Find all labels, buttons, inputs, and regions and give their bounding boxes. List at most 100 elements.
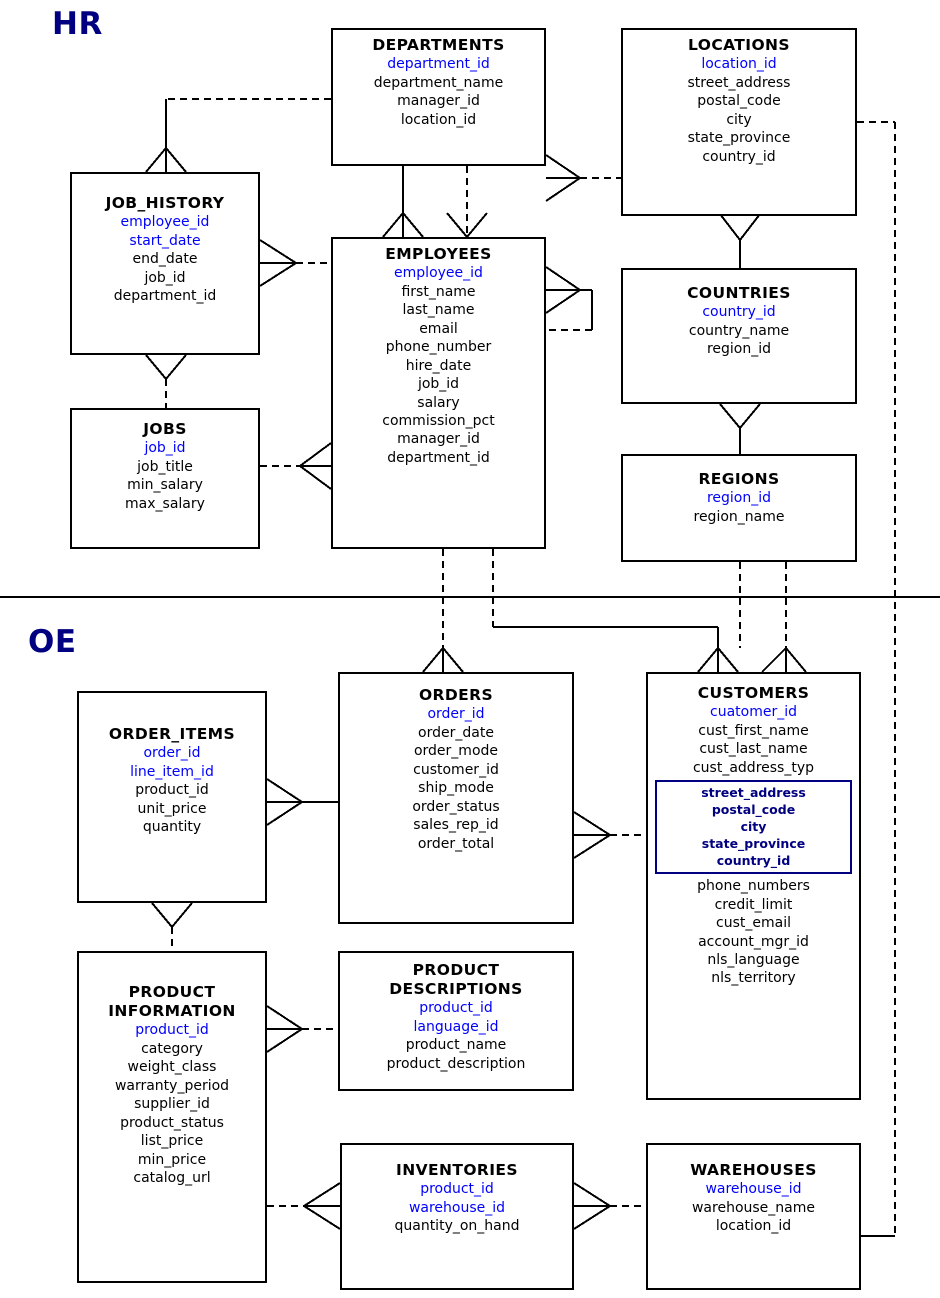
attribute-key: location_id: [701, 56, 777, 73]
attribute: phone_numbers: [697, 878, 810, 895]
attribute-key: product_id: [420, 1181, 494, 1198]
attribute: state_province: [687, 130, 791, 147]
attribute: sales_rep_id: [413, 817, 499, 834]
entity-orders[interactable]: ORDERS order_id order_date order_mode cu…: [338, 672, 574, 924]
attribute: ship_mode: [418, 780, 494, 797]
attribute-key: employee_id: [394, 265, 483, 282]
attribute: end_date: [132, 251, 198, 268]
schema-label-hr: HR: [52, 6, 103, 42]
entity-job-history[interactable]: JOB_HISTORY employee_id start_date end_d…: [70, 172, 260, 355]
attribute: warehouse_name: [691, 1199, 815, 1216]
attribute: country_id: [702, 148, 776, 165]
entity-product-descriptions[interactable]: PRODUCT DESCRIPTIONS product_id language…: [338, 951, 574, 1091]
attribute: product_id: [135, 782, 209, 799]
attribute: city: [726, 111, 752, 128]
attribute: order_total: [417, 835, 495, 852]
attribute: commission_pct: [382, 412, 495, 429]
attribute: supplier_id: [134, 1096, 210, 1113]
entity-warehouses[interactable]: WAREHOUSES warehouse_id warehouse_name l…: [646, 1143, 861, 1290]
attribute: nls_language: [707, 951, 800, 968]
attribute: job_id: [144, 269, 186, 286]
attribute: unit_price: [137, 800, 207, 817]
attribute: cust_email: [716, 915, 791, 932]
attribute: cust_address_typ: [692, 759, 815, 776]
entity-title: PRODUCT INFORMATION: [108, 983, 236, 1021]
attribute: order_mode: [413, 743, 499, 760]
schema-label-oe: OE: [28, 624, 77, 660]
attribute-key: product_id: [419, 1000, 493, 1017]
attribute: order_date: [418, 724, 494, 741]
entity-title: REGIONS: [698, 470, 780, 488]
attribute: region_name: [693, 508, 785, 525]
entity-employees[interactable]: EMPLOYEES employee_id first_name last_na…: [331, 237, 546, 549]
attribute: min_price: [137, 1151, 207, 1168]
entity-title: WAREHOUSES: [690, 1161, 817, 1179]
entity-product-information[interactable]: PRODUCT INFORMATION product_id category …: [77, 951, 267, 1283]
attribute: credit_limit: [714, 896, 793, 913]
attribute: category: [141, 1040, 203, 1057]
attribute-key: cuatomer_id: [710, 704, 797, 721]
entity-title: ORDERS: [418, 686, 494, 704]
attribute-key: job_id: [144, 440, 186, 457]
entity-title: LOCATIONS: [688, 36, 790, 54]
entity-inventories[interactable]: INVENTORIES product_id warehouse_id quan…: [340, 1143, 574, 1290]
entity-title: JOB_HISTORY: [105, 194, 225, 212]
attribute: cust_last_name: [699, 741, 808, 758]
attribute: region_id: [706, 341, 772, 358]
attribute: first_name: [401, 283, 476, 300]
attribute: weight_class: [127, 1059, 217, 1076]
attribute: catalog_url: [133, 1170, 211, 1187]
entity-countries[interactable]: COUNTRIES country_id country_name region…: [621, 268, 857, 404]
entity-departments[interactable]: DEPARTMENTS department_id department_nam…: [331, 28, 546, 166]
nested-attribute: country_id: [716, 853, 791, 869]
attribute: department_id: [387, 449, 490, 466]
attribute-key: warehouse_id: [705, 1181, 802, 1198]
attribute-key: order_id: [143, 745, 201, 762]
attribute: cust_first_name: [698, 722, 809, 739]
nested-attribute: state_province: [701, 836, 806, 852]
nested-attribute: city: [740, 819, 767, 835]
attribute: order_status: [412, 798, 500, 815]
attribute-key: start_date: [129, 232, 201, 249]
attribute-key: language_id: [413, 1018, 499, 1035]
entity-title: INVENTORIES: [396, 1161, 518, 1179]
entity-jobs[interactable]: JOBS job_id job_title min_salary max_sal…: [70, 408, 260, 549]
attribute: job_id: [417, 376, 460, 393]
attribute-key: warehouse_id: [408, 1199, 506, 1216]
entity-order-items[interactable]: ORDER_ITEMS order_id line_item_id produc…: [77, 691, 267, 903]
attribute: product_description: [386, 1055, 526, 1072]
attribute: postal_code: [697, 93, 781, 110]
nested-attribute: postal_code: [711, 802, 796, 818]
attribute: manager_id: [397, 93, 480, 110]
attribute: last_name: [402, 302, 475, 319]
entity-regions[interactable]: REGIONS region_id region_name: [621, 454, 857, 562]
attribute: street_address: [687, 74, 791, 91]
entity-title: COUNTRIES: [687, 284, 791, 302]
attribute: min_salary: [127, 477, 203, 494]
attribute: job_title: [137, 458, 193, 475]
attribute: account_mgr_id: [698, 933, 809, 950]
attribute: quantity: [142, 819, 202, 836]
attribute: department_name: [373, 74, 504, 91]
entity-title: ORDER_ITEMS: [108, 725, 236, 743]
entity-title: PRODUCT DESCRIPTIONS: [389, 961, 523, 999]
attribute-key: country_id: [702, 304, 776, 321]
nested-attribute: street_address: [701, 785, 806, 801]
attribute: customer_id: [413, 761, 499, 778]
attribute-key: order_id: [427, 706, 485, 723]
attribute-key: department_id: [387, 56, 490, 73]
attribute: email: [419, 320, 458, 337]
attribute: manager_id: [397, 431, 480, 448]
attribute: hire_date: [405, 357, 472, 374]
entity-locations[interactable]: LOCATIONS location_id street_address pos…: [621, 28, 857, 216]
attribute: country_name: [688, 322, 790, 339]
attribute: product_status: [120, 1114, 224, 1131]
entity-title: EMPLOYEES: [385, 245, 492, 263]
nested-type-cust-address: street_address postal_code city state_pr…: [655, 780, 852, 875]
attribute: location_id: [715, 1218, 792, 1235]
attribute: salary: [417, 394, 460, 411]
attribute: department_id: [113, 288, 217, 305]
attribute-key: employee_id: [120, 214, 210, 231]
entity-customers[interactable]: CUSTOMERS cuatomer_id cust_first_name cu…: [646, 672, 861, 1100]
attribute: list_price: [140, 1133, 204, 1150]
